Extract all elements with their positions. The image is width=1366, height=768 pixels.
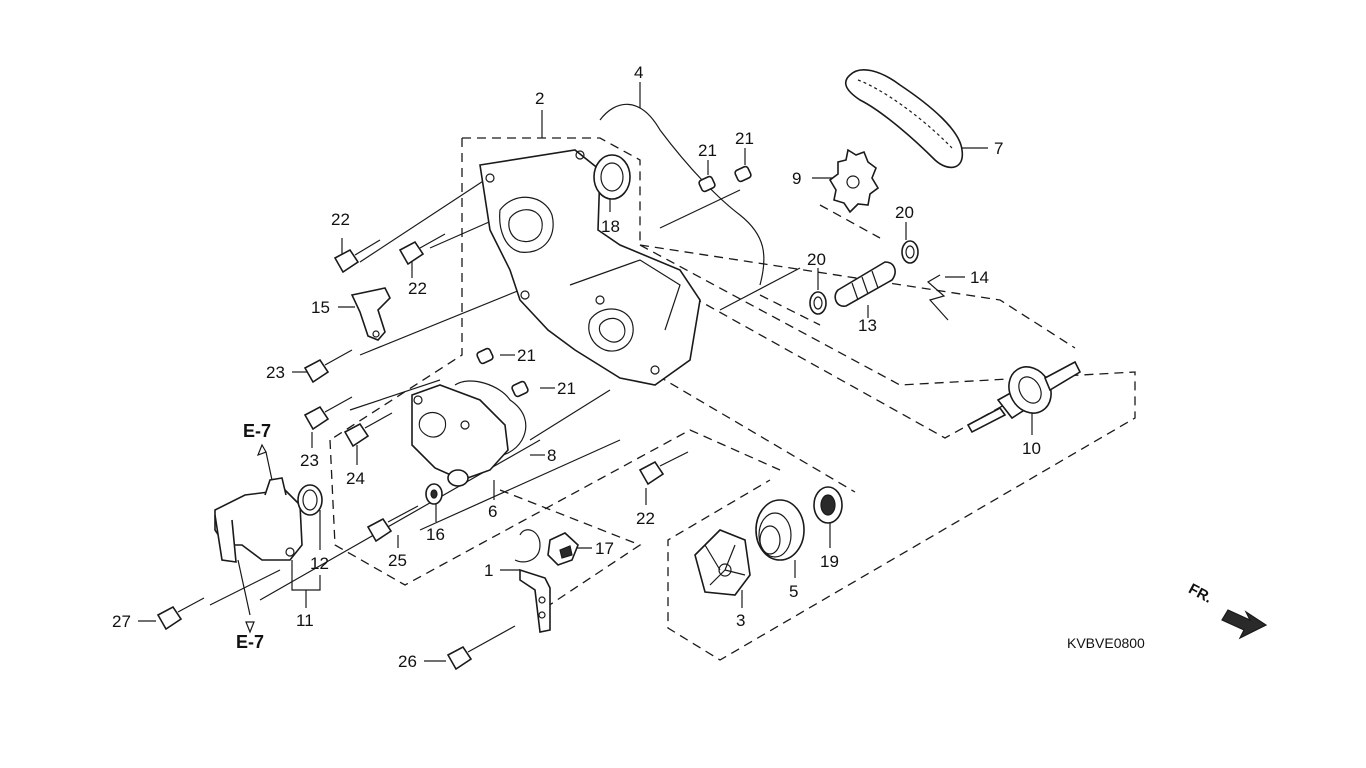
part-clamp bbox=[547, 532, 579, 566]
callout-13: 13 bbox=[858, 316, 877, 335]
part-pump-body bbox=[411, 384, 509, 487]
bolt-22c bbox=[638, 451, 689, 486]
front-indicator-label: FR. bbox=[1186, 580, 1215, 606]
callout-7: 7 bbox=[994, 139, 1003, 158]
callout-24: 24 bbox=[346, 469, 365, 488]
callout-8: 8 bbox=[547, 446, 556, 465]
bolt-23a bbox=[303, 349, 353, 384]
part-gasket bbox=[454, 380, 527, 457]
part-dowel-pins bbox=[476, 165, 752, 398]
callout-12: 12 bbox=[310, 554, 329, 573]
callout-5: 5 bbox=[789, 582, 798, 601]
bolt-24 bbox=[343, 412, 393, 448]
callout-14: 14 bbox=[970, 268, 989, 287]
callout-21a: 21 bbox=[698, 141, 717, 160]
part-shaft bbox=[834, 261, 896, 307]
front-direction-arrow bbox=[1221, 609, 1268, 640]
drawing-code: KVBVE0800 bbox=[1067, 635, 1145, 651]
callout-21d: 21 bbox=[557, 379, 576, 398]
callout-18: 18 bbox=[601, 217, 620, 236]
callout-6: 6 bbox=[488, 502, 497, 521]
callout-22c: 22 bbox=[636, 509, 655, 528]
callout-27: 27 bbox=[112, 612, 131, 631]
callout-22a: 22 bbox=[331, 210, 350, 229]
callout-23b: 23 bbox=[300, 451, 319, 470]
bolt-27 bbox=[156, 597, 205, 631]
part-seal-ring bbox=[813, 486, 843, 524]
part-pump-shaft bbox=[966, 360, 1082, 434]
callout-19: 19 bbox=[820, 552, 839, 571]
callout-23a: 23 bbox=[266, 363, 285, 382]
part-sprocket bbox=[828, 148, 880, 214]
part-cover-housing bbox=[479, 149, 701, 386]
callout-21b: 21 bbox=[735, 129, 754, 148]
bolt-22a bbox=[333, 239, 381, 274]
part-thermostat-housing bbox=[214, 477, 323, 563]
reference-label-upper: E-7 bbox=[243, 421, 271, 441]
bolt-22b bbox=[398, 233, 446, 266]
callout-9: 9 bbox=[792, 169, 801, 188]
part-mechanical-seal bbox=[755, 499, 805, 561]
callout-1: 1 bbox=[484, 561, 493, 580]
callout-15: 15 bbox=[311, 298, 330, 317]
part-clip bbox=[926, 274, 949, 321]
callout-20a: 20 bbox=[895, 203, 914, 222]
part-oil-seal-18 bbox=[593, 154, 631, 200]
callout-25: 25 bbox=[388, 551, 407, 570]
part-bracket-plate bbox=[350, 287, 391, 341]
callout-22b: 22 bbox=[408, 279, 427, 298]
reference-arrows bbox=[245, 443, 267, 634]
bolt-23b bbox=[303, 396, 353, 431]
callout-2: 2 bbox=[535, 89, 544, 108]
part-impeller bbox=[694, 529, 751, 596]
part-wire-bracket bbox=[514, 529, 551, 633]
part-drive-chain bbox=[844, 69, 964, 169]
callout-4: 4 bbox=[634, 63, 643, 82]
callout-labels: 2 4 7 9 20 20 14 13 10 21 21 18 21 21 8 … bbox=[112, 63, 1041, 671]
callout-10: 10 bbox=[1022, 439, 1041, 458]
part-washers bbox=[809, 240, 919, 315]
callout-17: 17 bbox=[595, 539, 614, 558]
callout-16: 16 bbox=[426, 525, 445, 544]
part-small-washer bbox=[425, 483, 443, 505]
reference-label-lower: E-7 bbox=[236, 632, 264, 652]
callout-20b: 20 bbox=[807, 250, 826, 269]
part-bolts bbox=[156, 233, 689, 671]
callout-21c: 21 bbox=[517, 346, 536, 365]
callout-3: 3 bbox=[736, 611, 745, 630]
bolt-25 bbox=[366, 505, 419, 543]
callout-11: 11 bbox=[296, 611, 314, 630]
bolt-26 bbox=[446, 625, 516, 671]
callout-26: 26 bbox=[398, 652, 417, 671]
